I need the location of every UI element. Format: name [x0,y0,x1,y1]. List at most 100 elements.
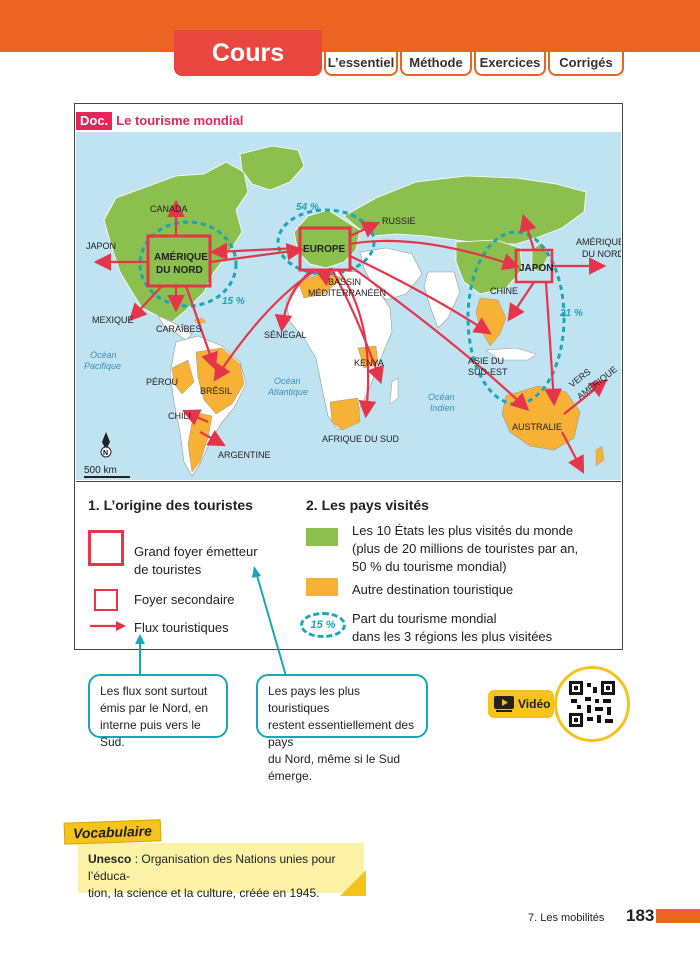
label-bresil: BRÉSIL [200,386,232,396]
label-ocean-indien-1: Océan [428,392,455,402]
legend-flow-arrow-icon [90,621,126,631]
label-afrique-sud: AFRIQUE DU SUD [322,434,400,444]
argentina-shape [187,411,213,473]
central-america-shape [157,315,193,341]
label-chine: CHINE [490,286,518,296]
page-number: 183 [626,906,655,925]
tab-exercices[interactable]: Exercices [474,52,546,76]
legend-other: Autre destination touristique [352,582,514,597]
legend-share-pct: 15 % [310,619,336,631]
vocabulary-box: Unesco : Organisation des Nations unies … [78,843,364,900]
footer-bar [656,909,700,923]
label-japon-left: JAPON [86,241,116,251]
vocab-definition-line1: : Organisation des Nations unies pour l’… [88,852,336,883]
tab-corriges[interactable]: Corrigés [548,52,624,76]
legend-main-source-line1: Grand foyer émetteur [134,544,258,559]
label-argentine: ARGENTINE [218,450,271,460]
video-label: Vidéo [518,697,551,711]
label-perou: PÉROU [146,377,178,387]
legend-top10-line1: Les 10 États les plus visités du monde [352,523,574,538]
callout-countries: Les pays les plus touristiques restent e… [256,674,428,783]
legend-top10-line2: (plus de 20 millions de touristes par an… [352,541,579,556]
vocab-term: Unesco [88,852,132,866]
madagascar-shape [389,377,399,405]
header-bar [0,0,700,52]
document-title: Doc.Le tourisme mondial [76,112,243,130]
label-amerique-right-2: DU NORD [582,249,621,259]
label-bassin-2: MÉDITERRANÉEN [308,288,386,298]
label-caraibes: CARAÏBES [156,324,202,334]
legend-main-source-line2: de touristes [134,562,202,577]
label-canada: CANADA [150,204,188,214]
legend-secondary-source-symbol [94,589,118,611]
callout-flows-line1: Les flux sont surtout [100,684,208,698]
share-circle-asia [466,230,566,406]
callout-flows: Les flux sont surtout émis par le Nord, … [88,674,228,749]
legend-top10-line3: 50 % du tourisme mondial) [352,559,507,574]
legend-main-source-symbol [88,530,124,566]
north-america-shape [103,161,249,323]
vocab-definition-line2: tion, la science et la culture, créée en… [88,886,320,900]
legend-origin-heading: 1. L’origine des touristes [88,497,253,513]
south-africa-shape [329,397,361,431]
legend-secondary-source: Foyer secondaire [134,592,235,607]
doc-label: Doc. [76,112,113,130]
label-ocean-pacifique-1: Océan [90,350,117,360]
label-amerique-right-1: AMÉRIQUE [576,237,621,247]
legend-visited-heading: 2. Les pays visités [306,497,429,513]
legend-other-swatch [306,578,338,596]
label-chili: CHILI [168,411,191,421]
label-japon-right: JAPON [519,263,553,274]
vocabulary-tag: Vocabulaire [63,819,162,845]
greenland-shape [239,145,305,191]
tourist-flows [93,199,608,474]
indonesia-shape [485,347,537,361]
label-bassin-1: BASSIN [328,277,361,287]
label-asie-1: ASIE DU [468,356,504,366]
tab-essentiel[interactable]: L’essentiel [324,52,398,76]
label-asie-2: SUD-EST [468,367,508,377]
video-button[interactable]: Vidéo [488,690,554,718]
footer-chapter: 7. Les mobilités [528,912,605,924]
doc-title-text: Le tourisme mondial [116,113,244,128]
callout-countries-line1: Les pays les plus touristiques [268,684,361,715]
label-ocean-pacifique-2: Pacifique [84,361,121,371]
tab-methode[interactable]: Méthode [400,52,472,76]
peru-shape [171,359,195,395]
qr-code-icon [569,681,615,727]
label-australie: AUSTRALIE [512,422,562,432]
section-tab-cours[interactable]: Cours [174,30,322,76]
play-video-icon [494,696,514,712]
label-mexique: MEXIQUE [92,315,134,325]
north-label: N [103,450,108,457]
label-ocean-atlantique-1: Océan [274,376,301,386]
label-europe: EUROPE [303,244,346,255]
legend-top10-swatch [306,528,338,546]
callout-flows-line2: émis par le Nord, en [100,701,209,715]
scale-label: 500 km [84,465,117,476]
label-russie: RUSSIE [382,216,416,226]
label-amerique-nord-2: DU NORD [156,265,203,276]
legend-share-symbol: 15 % [300,612,346,638]
world-tourism-map: CANADA JAPON AMÉRIQUE DU NORD MEXIQUE CA… [76,132,621,480]
label-ocean-atlantique-2: Atlantique [267,387,308,397]
label-pct-amerique: 15 % [222,296,245,307]
legend-flows: Flux touristiques [134,620,229,635]
qr-code-frame[interactable] [554,666,630,742]
label-senegal: SÉNÉGAL [264,330,307,340]
label-kenya: KENYA [354,358,384,368]
label-ocean-indien-2: Indien [430,403,455,413]
callout-countries-line3: du Nord, même si le Sud émerge. [268,752,401,783]
new-zealand-shape [595,445,605,467]
label-amerique-nord-1: AMÉRIQUE [154,250,208,263]
legend-divider [76,481,621,482]
compass-icon: N [100,432,112,458]
india-shape [423,271,461,329]
callout-flows-line3: interne puis vers le Sud. [100,718,201,749]
europe-shape [293,209,361,269]
callout-countries-line2: restent essentiellement des pays [268,718,415,749]
share-circle-america [138,220,238,308]
label-pct-europe: 54 % [296,202,319,213]
legend-share-line2: dans les 3 régions les plus visitées [352,629,553,644]
